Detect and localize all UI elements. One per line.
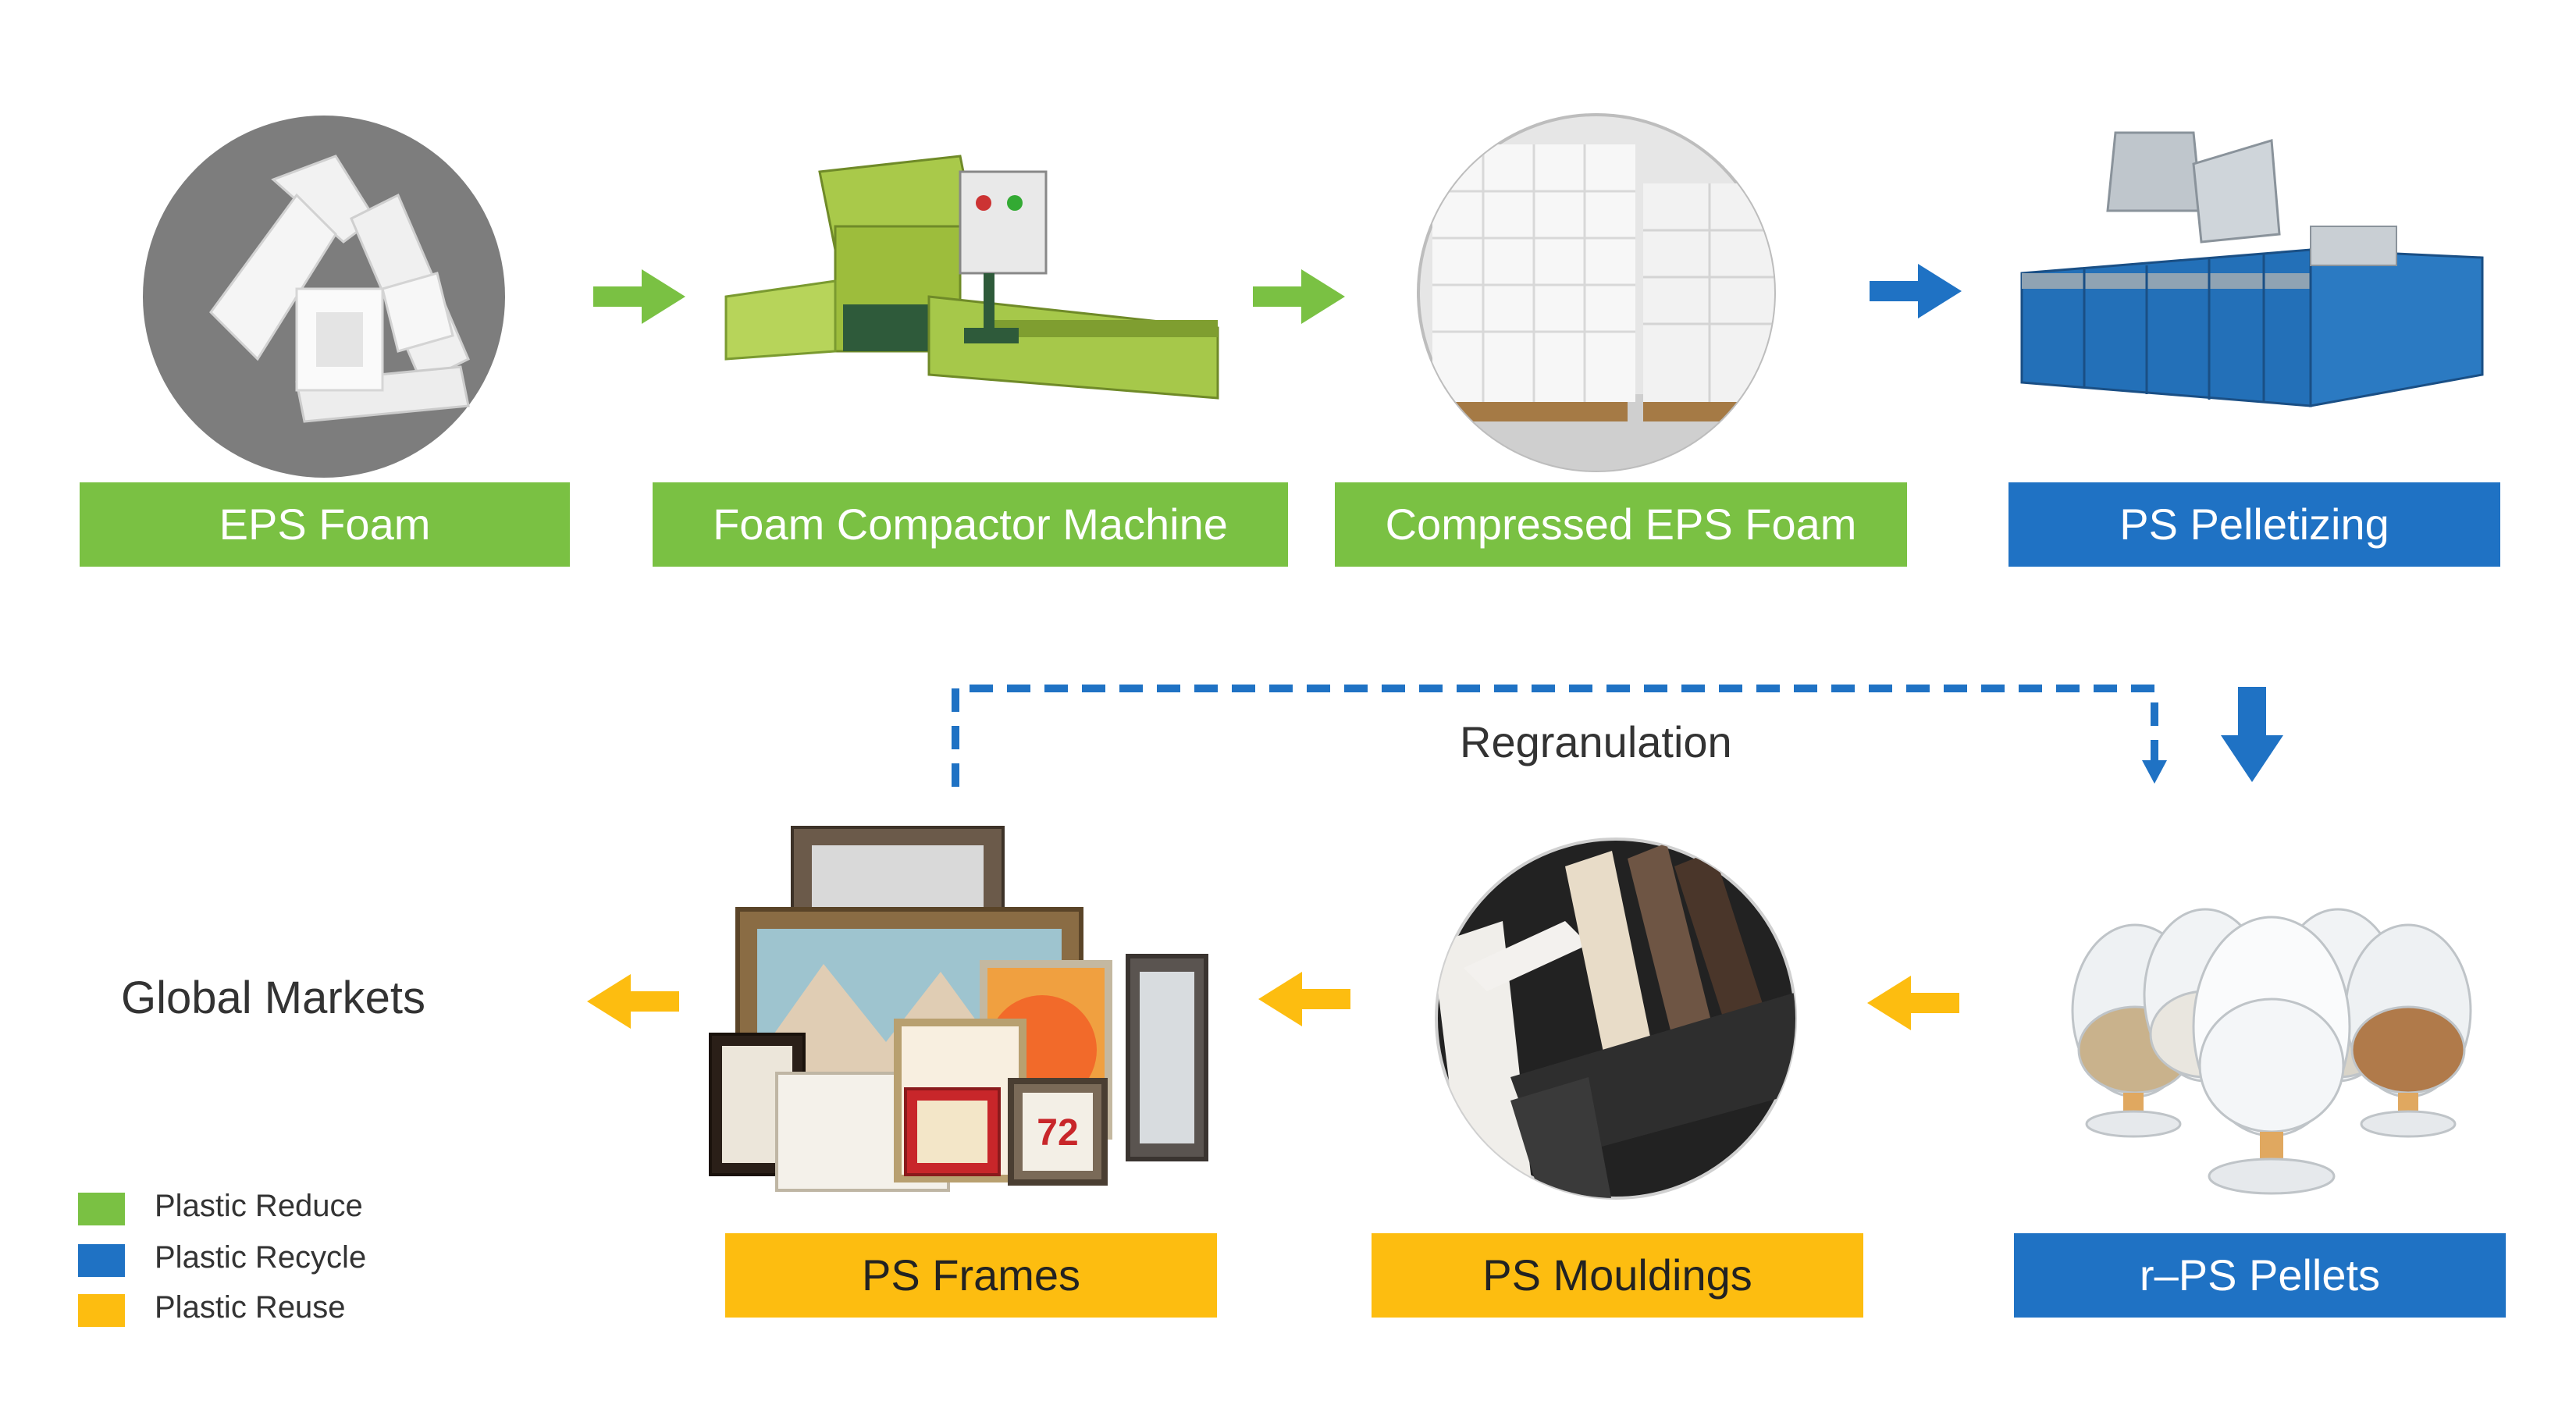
compactor-machine-image — [724, 155, 1219, 400]
pelletizing-machine-image — [2020, 131, 2484, 407]
svg-text:72: 72 — [1037, 1112, 1078, 1154]
arrow-left-icon — [587, 974, 679, 1029]
arrow-right-icon — [1870, 264, 1962, 318]
label-ps-pelletizing: PS Pelletizing — [2008, 482, 2500, 567]
arrow-right-icon — [1253, 269, 1345, 324]
legend-swatch-recycle — [78, 1244, 125, 1277]
ps-mouldings-image — [1435, 838, 1797, 1200]
label-eps-foam: EPS Foam — [80, 482, 570, 567]
regranulation-label: Regranulation — [1460, 717, 1732, 766]
label-ps-mouldings: PS Mouldings — [1372, 1233, 1863, 1318]
ps-frames-image: 72 — [709, 826, 1208, 1192]
legend-label-recycle: Plastic Recycle — [155, 1240, 367, 1275]
compressed-foam-image — [1417, 113, 1776, 472]
legend-swatch-reuse — [78, 1294, 125, 1327]
arrow-left-icon — [1867, 976, 1959, 1030]
legend-label-reuse: Plastic Reuse — [155, 1290, 346, 1325]
regranulation-dashed-loop — [952, 685, 2167, 787]
label-ps-frames: PS Frames — [725, 1233, 1217, 1318]
arrow-left-icon — [1258, 972, 1350, 1026]
legend-label-reduce: Plastic Reduce — [155, 1189, 363, 1223]
label-compressed-eps-foam: Compressed EPS Foam — [1335, 482, 1907, 567]
rps-pellets-image — [2071, 908, 2472, 1195]
label-foam-compactor-machine: Foam Compactor Machine — [653, 482, 1288, 567]
arrow-right-icon — [593, 269, 685, 324]
legend-swatch-reduce — [78, 1193, 125, 1225]
label-rps-pellets: r–PS Pellets — [2014, 1233, 2506, 1318]
eps-foam-image — [143, 116, 505, 478]
global-markets-label: Global Markets — [121, 973, 426, 1023]
arrow-down-icon — [2221, 687, 2283, 782]
